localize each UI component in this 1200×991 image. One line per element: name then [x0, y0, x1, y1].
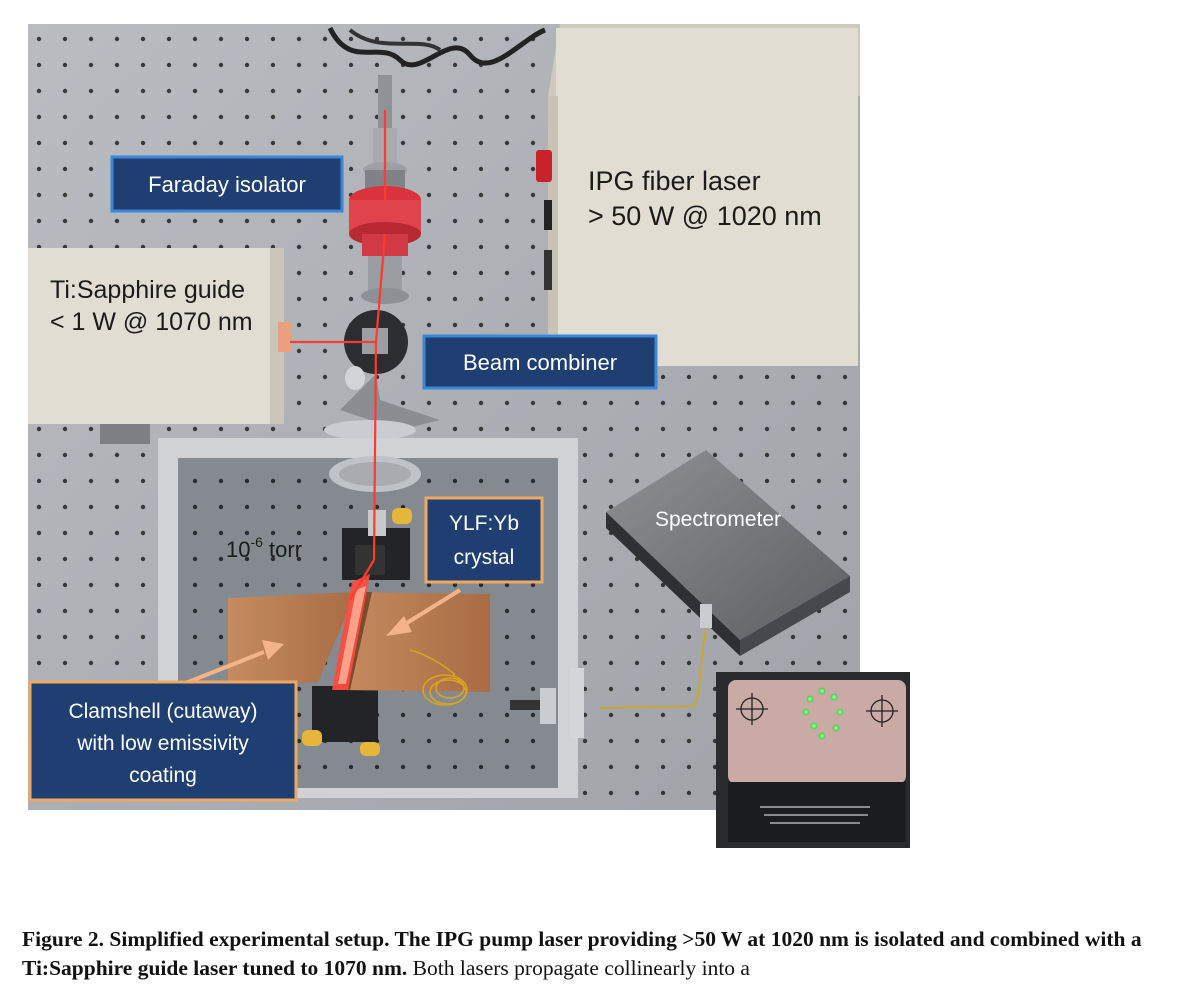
ylf-crystal-callout: YLF:Yb crystal — [424, 496, 544, 584]
spectrometer-label: Spectrometer — [655, 508, 781, 531]
tisapphire-label-line1: Ti:Sapphire guide — [50, 276, 245, 304]
ylf-crystal — [332, 574, 370, 690]
clamshell-callout: Clamshell (cutaway) with low emissivity … — [28, 680, 298, 802]
ylf-label-line2: crystal — [454, 546, 515, 569]
fluorescence-dots — [802, 687, 844, 740]
pressure-exponent: -6 — [250, 534, 263, 550]
tisapphire-label-line2: < 1 W @ 1070 nm — [50, 308, 253, 336]
ipg-fiber-laser-housing — [536, 24, 860, 366]
ipg-laser-label-line2: > 50 W @ 1020 nm — [588, 201, 822, 231]
ylf-label-line1: YLF:Yb — [449, 512, 519, 535]
pressure-unit: torr — [263, 537, 302, 562]
crystal-mount-upper — [342, 508, 412, 580]
clamshell-label-line3: coating — [129, 764, 197, 787]
laser-beam — [290, 110, 387, 601]
beam-combiner-label: Beam combiner — [463, 350, 617, 375]
ti-sapphire-housing — [28, 248, 292, 444]
fiber-to-spectrometer — [599, 627, 707, 709]
clamshell-label-line2: with low emissivity — [76, 732, 249, 755]
ipg-laser-label-line1: IPG fiber laser — [588, 166, 761, 196]
figure-caption: Figure 2. Simplified experimental setup.… — [22, 925, 1187, 983]
spectrometer-box — [606, 450, 850, 656]
clamshell-label-line1: Clamshell (cutaway) — [68, 700, 257, 723]
fiber-feedthrough — [510, 668, 584, 738]
pressure-label: 10-6 torr — [226, 534, 302, 562]
figure-caption-rest: Both lasers propagate collinearly into a — [407, 956, 750, 980]
faraday-isolator-label: Faraday isolator — [148, 172, 306, 197]
figure-caption-bold: Figure 2. Simplified experimental setup.… — [22, 927, 1142, 980]
pressure-base: 10 — [226, 537, 250, 562]
entrance-window — [324, 420, 416, 440]
faraday-isolator-callout: Faraday isolator — [110, 155, 344, 213]
beam-combiner-callout: Beam combiner — [422, 334, 658, 390]
fiber-cable — [327, 26, 547, 68]
experimental-setup-figure: Faraday isolator IPG fiber laser > 50 W … — [28, 24, 910, 848]
fiber-coil — [409, 649, 468, 706]
crystal-mount-lower — [302, 686, 380, 756]
inset-photo-target-card — [716, 672, 910, 848]
